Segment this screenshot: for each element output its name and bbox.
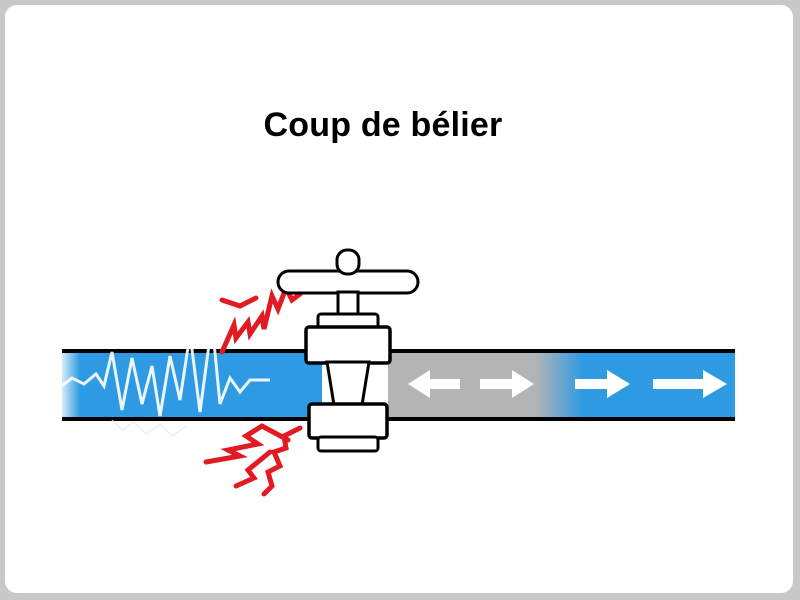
gate-valve [276,248,420,453]
right-arrow-icon [575,370,630,398]
shock-burst-top [219,281,303,355]
pressure-wave [61,311,270,437]
right-arrow-icon [480,370,534,398]
valve-bonnet [304,325,392,365]
valve-gate [325,360,371,407]
left-arrow-icon [408,370,460,398]
diagram-card [5,5,793,593]
valve-body-lower [307,402,389,440]
valve-stem [336,290,360,318]
diagram-title: Coup de bélier [263,106,503,144]
valve-knob [335,248,361,276]
flow-arrows [408,370,727,398]
right-arrow-icon [653,370,727,398]
shock-burst-bottom [203,423,303,497]
